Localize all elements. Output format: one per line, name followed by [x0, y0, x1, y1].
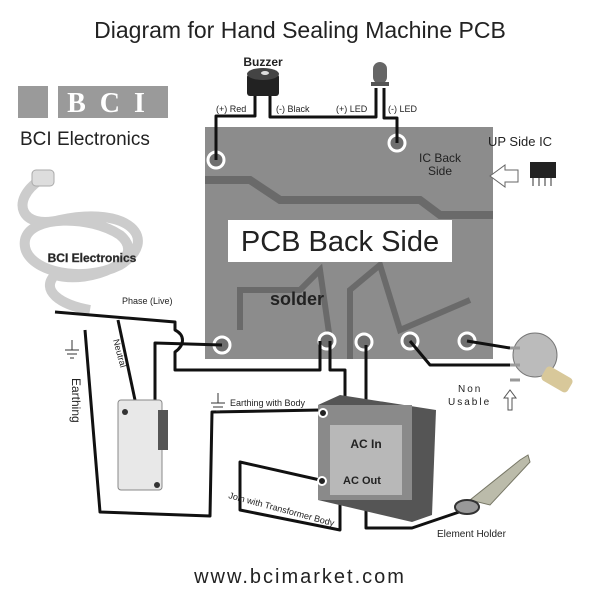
power-cable: [17, 169, 143, 315]
ac-out-label: AC Out: [343, 475, 381, 487]
phase-label: Phase (Live): [122, 296, 173, 306]
cable-label: BCI Electronics: [48, 251, 137, 265]
diagram-title: Diagram for Hand Sealing Machine PCB: [94, 17, 506, 43]
ic-back-label-1: IC Back: [419, 151, 462, 165]
element-holder: [454, 454, 531, 515]
buzzer-pos-label: (+) Red: [216, 104, 246, 114]
ic-chip: [530, 162, 556, 186]
ground-icon-body: [211, 393, 225, 412]
usable-label: Usable: [448, 397, 491, 408]
logo-name: BCI Electronics: [20, 129, 150, 150]
buzzer-label: Buzzer: [243, 55, 283, 69]
led-pos-label: (+) LED: [336, 104, 368, 114]
earthing-label: Earthing: [69, 378, 83, 423]
arrow-up-icon: [503, 389, 517, 411]
ic-back-label-2: Side: [428, 164, 452, 178]
buzzer-neg-label: (-) Black: [276, 104, 310, 114]
ground-icon: [65, 340, 79, 359]
buzzer: [247, 68, 279, 96]
pcb-label: PCB Back Side: [241, 226, 439, 258]
micro-switch: [117, 399, 168, 491]
footer-url: www.bcimarket.com: [193, 566, 406, 588]
solder-label: solder: [270, 289, 324, 309]
pcb-board: [205, 127, 493, 359]
bci-logo: BCI: [18, 86, 168, 119]
logo-mark: BCI: [67, 88, 159, 119]
element-holder-label: Element Holder: [437, 529, 507, 540]
led-neg-label: (-) LED: [388, 104, 418, 114]
ac-in-label: AC In: [350, 437, 381, 451]
non-label: Non: [458, 384, 482, 395]
transformer: [317, 395, 436, 522]
arrow-left-icon: [489, 164, 519, 188]
potentiometer: [510, 332, 573, 393]
up-side-ic-label: UP Side IC: [488, 134, 552, 149]
led: [371, 62, 389, 86]
neutral-label: Neutral: [111, 338, 128, 369]
earthing-body-label: Earthing with Body: [230, 398, 306, 408]
